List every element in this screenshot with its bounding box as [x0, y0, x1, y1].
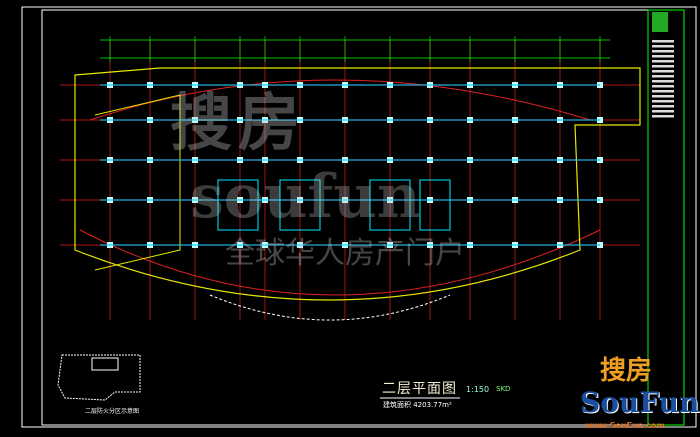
title-block-logo: [652, 12, 668, 32]
watermark-cn: 搜房: [170, 86, 307, 159]
curtain-wall: [209, 294, 451, 321]
logo-en: SouFun: [580, 386, 700, 419]
building-outline: [74, 67, 641, 301]
title-block-line: [652, 50, 674, 53]
title-block-line: [652, 100, 674, 103]
title-block-line: [652, 90, 674, 93]
soufun-logo: 搜房 SouFun www.SouFun.com: [580, 356, 700, 436]
drawing-code: SKD: [496, 385, 511, 393]
area-note: 建筑面积 4203.77m²: [383, 401, 452, 409]
wing-left: [94, 94, 181, 271]
structural-columns: [100, 82, 603, 248]
drawing-scale: 1:150: [466, 385, 490, 394]
title-block-line: [652, 70, 674, 73]
title-block-text: [652, 40, 674, 118]
title-block-line: [652, 75, 674, 78]
title-block-line: [652, 60, 674, 63]
watermark-en: soufun: [190, 162, 421, 232]
watermark-slogan: 全球华人房产门户: [225, 236, 465, 271]
core-left: [217, 179, 259, 231]
title-block-line: [652, 85, 674, 88]
title-block-line: [652, 95, 674, 98]
core-mid: [279, 179, 321, 231]
outer-frame: [21, 6, 697, 428]
title-block-line: [652, 115, 674, 118]
drawing-title: 二层平面图: [382, 381, 457, 397]
key-plan: [57, 354, 141, 401]
title-block-line: [652, 80, 674, 83]
title-block-line: [652, 45, 674, 48]
key-plan-label: 二层防火分区示意图: [85, 408, 140, 415]
title-block-line: [652, 55, 674, 58]
key-plan-core: [91, 357, 119, 371]
title-block: [647, 9, 685, 426]
core-stair: [419, 179, 451, 231]
title-block-line: [652, 65, 674, 68]
core-right: [369, 179, 411, 231]
title-block-line: [652, 105, 674, 108]
logo-url: www.SouFun.com: [585, 421, 665, 430]
title-block-line: [652, 110, 674, 113]
title-block-line: [652, 40, 674, 43]
logo-cn: 搜房: [600, 356, 653, 386]
